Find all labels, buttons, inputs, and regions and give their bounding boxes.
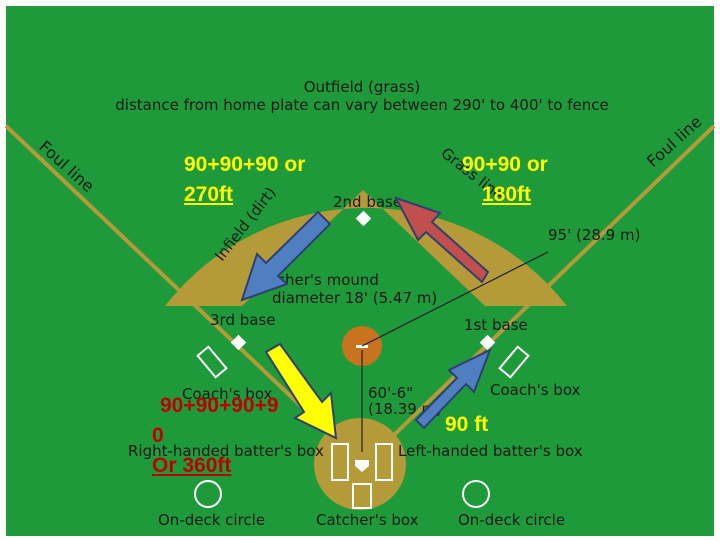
outfield-note: distance from home plate can vary betwee…: [115, 96, 608, 114]
annotation-360ft-line1: 90+90+90+9: [160, 394, 279, 417]
third-base-label: 3rd base: [210, 311, 276, 329]
on-deck-left-label: On-deck circle: [158, 511, 265, 529]
annotation-180ft-line1: 90+90 or: [462, 153, 548, 176]
left-batter-box-label: Left-handed batter's box: [398, 442, 583, 460]
right-batter-box-label: Right-handed batter's box: [128, 442, 324, 460]
coach-box-left-label: Coach's box: [182, 385, 273, 403]
annotation-270ft-line2: 270ft: [184, 183, 234, 206]
third-base: [230, 334, 247, 351]
foul-line-right: [364, 124, 716, 464]
first-base-label: 1st base: [464, 316, 528, 334]
left-batter-box-outline: [375, 443, 393, 481]
second-base-label: 2nd base: [333, 193, 402, 211]
mound-distance-label-1: 60'-6": [368, 384, 413, 402]
second-base: [355, 210, 372, 227]
coach-box-left: [196, 345, 228, 379]
annotation-90ft-text: 90 ft: [445, 413, 489, 436]
annotation-180ft-line2: 180ft: [482, 183, 532, 206]
annotation-90ft: 90 ft: [445, 410, 488, 440]
pitchers-rubber: [356, 345, 368, 348]
distance-95-label: 95' (28.9 m): [548, 226, 640, 244]
home-plate: [355, 460, 369, 472]
arrow-home-to-first: [414, 347, 492, 430]
annotation-360ft: 90+90+90+9 0 Or 360ft: [152, 391, 279, 481]
right-batter-box-outline: [331, 443, 349, 481]
on-deck-right-label: On-deck circle: [458, 511, 565, 529]
catchers-box-label: Catcher's box: [316, 511, 419, 529]
annotation-270ft-line1: 90+90+90 or: [184, 153, 306, 176]
annotation-360ft-line3: Or 360ft: [152, 454, 232, 477]
mound-diameter-label: diameter 18' (5.47 m): [272, 289, 437, 307]
coach-box-right-label: Coach's box: [490, 381, 581, 399]
arrow-first-to-second: [393, 196, 490, 284]
annotation-270ft: 90+90+90 or 270ft: [184, 150, 305, 210]
catcher-box-outline: [352, 483, 372, 509]
on-deck-circle-right: [462, 480, 490, 508]
annotation-360ft-line2: 0: [152, 424, 164, 447]
annotation-180ft: 90+90 or 180ft: [462, 150, 548, 210]
measure-line-95ft: [361, 251, 549, 347]
outfield-title: Outfield (grass): [304, 78, 421, 96]
arrow-second-to-third: [240, 210, 332, 302]
arrow-third-to-home: [264, 342, 338, 440]
coach-box-right: [498, 345, 530, 379]
on-deck-circle-left: [194, 480, 222, 508]
